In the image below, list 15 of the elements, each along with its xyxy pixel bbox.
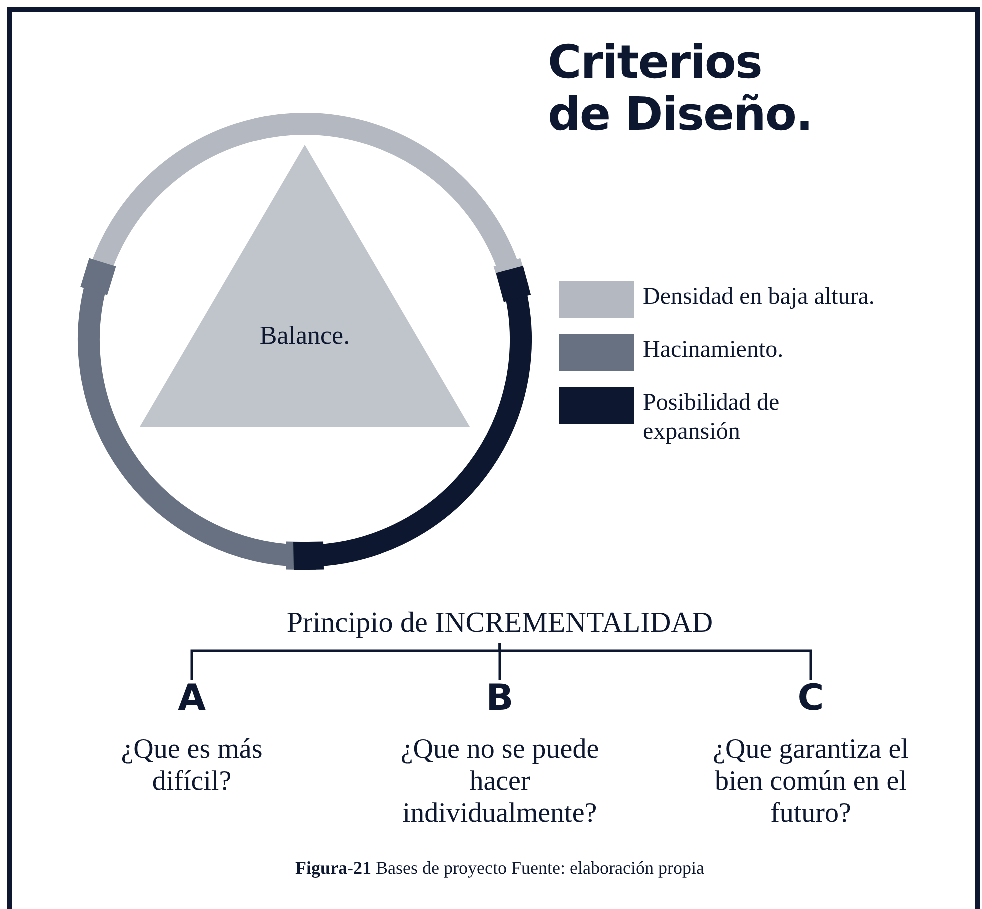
title-text: Criterios de Diseño. bbox=[548, 36, 814, 140]
legend-text: Densidad en baja altura. bbox=[643, 283, 876, 312]
branch-letter: B bbox=[475, 682, 525, 716]
heading-text: Principio de INCREMENTALIDAD bbox=[250, 603, 750, 643]
figure-caption: Figura-21 Bases de proyecto Fuente: elaboración propia bbox=[294, 858, 706, 879]
legend-text: Posibilidad de expansión bbox=[643, 389, 781, 447]
connector-line bbox=[498, 643, 812, 680]
question-text: ¿Que garantiza el bien común en el futuro? bbox=[712, 734, 910, 830]
triangle-label: Balance. bbox=[258, 321, 352, 351]
branch-letter: A bbox=[167, 682, 217, 716]
legend-text: Hacinamiento. bbox=[643, 336, 785, 365]
triangle-shape bbox=[140, 145, 470, 427]
question-text: ¿Que es más difícil? bbox=[120, 734, 264, 798]
branch-letter: C bbox=[786, 682, 836, 716]
question-text: ¿Que no se puede hacer individualmente? bbox=[400, 734, 600, 830]
